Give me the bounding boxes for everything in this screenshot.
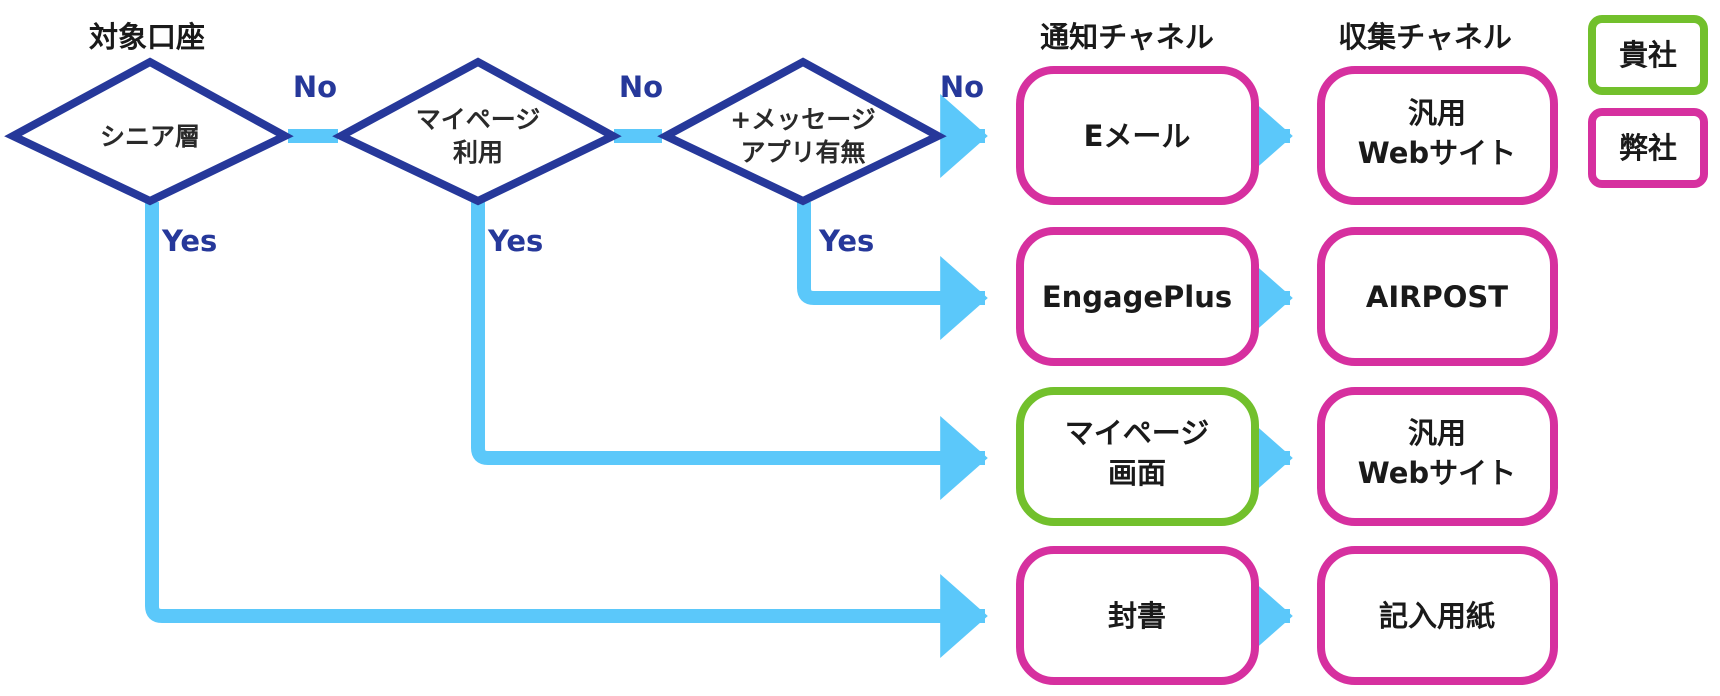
decision-mypage-usage-shape <box>332 57 622 206</box>
branch-label-yes-senior: Yes <box>161 224 217 258</box>
collect-node-form: 記入用紙 <box>1317 546 1558 685</box>
decision-senior-label: シニア層 <box>100 122 200 151</box>
legend-own-company: 貴社 <box>1588 15 1708 95</box>
notify-node-mypage-screen-label-line2: 画面 <box>1108 456 1166 490</box>
collect-node-web-2-box <box>1317 387 1558 526</box>
header-collect-channel: 収集チャネル <box>1338 20 1512 54</box>
branch-label-no-message: No <box>940 70 984 104</box>
collect-node-airpost: AIRPOST <box>1317 227 1558 366</box>
decision-message-app-label-line2: アプリ有無 <box>740 138 865 167</box>
collect-node-form-label: 記入用紙 <box>1379 599 1495 633</box>
decision-message-app: +メッセージ アプリ有無 <box>657 57 947 206</box>
branch-label-yes-mypage: Yes <box>487 224 543 258</box>
decision-senior-shape <box>4 57 294 206</box>
legend-our-company: 弊社 <box>1588 108 1708 188</box>
decision-message-app-label-line1: +メッセージ <box>730 105 875 134</box>
legend-our-company-swatch <box>1588 108 1708 188</box>
decision-mypage-usage-label-line1: マイページ <box>416 105 541 134</box>
notify-node-letter-label: 封書 <box>1108 599 1166 633</box>
collect-node-web-2-label-line1: 汎用 <box>1408 416 1466 450</box>
collect-node-web-1-label-line1: 汎用 <box>1408 96 1466 130</box>
collect-node-web-1-label-line2: Webサイト <box>1358 136 1516 170</box>
legend: 貴社 弊社 <box>1588 15 1708 188</box>
branch-label-yes-message: Yes <box>818 224 874 258</box>
decision-mypage-usage: マイページ 利用 <box>332 57 622 206</box>
collect-node-airpost-label: AIRPOST <box>1366 280 1508 314</box>
notify-node-letter: 封書 <box>1016 546 1259 685</box>
connector-senior-yes-to-letter <box>145 202 988 658</box>
branch-label-no-mypage: No <box>619 70 663 104</box>
connector-mypage-yes-to-mypage-screen <box>471 202 988 500</box>
collect-node-form-box <box>1317 546 1558 685</box>
notify-node-engageplus-box <box>1016 227 1259 366</box>
header-target-account: 対象口座 <box>89 20 205 54</box>
collect-node-airpost-box <box>1317 227 1558 366</box>
notify-node-mypage-screen-label-line1: マイページ <box>1065 416 1209 450</box>
notify-node-mypage-screen: マイページ 画面 <box>1016 387 1259 526</box>
notify-node-email-box <box>1016 66 1259 205</box>
notify-node-engageplus: EngagePlus <box>1016 227 1259 366</box>
collect-node-web-1-box <box>1317 66 1558 205</box>
legend-own-company-label: 貴社 <box>1619 38 1677 72</box>
decision-message-app-shape <box>657 57 947 206</box>
notify-node-mypage-screen-box <box>1016 387 1259 526</box>
collect-node-web-2-label-line2: Webサイト <box>1358 456 1516 490</box>
connectors <box>145 94 1293 658</box>
decision-senior: シニア層 <box>4 57 294 206</box>
notify-node-engageplus-label: EngagePlus <box>1042 280 1232 314</box>
notify-node-letter-box <box>1016 546 1259 685</box>
collect-node-web-1: 汎用 Webサイト <box>1317 66 1558 205</box>
notify-node-email-label: Eメール <box>1084 119 1191 153</box>
branch-label-no-senior: No <box>293 70 337 104</box>
notify-node-email: Eメール <box>1016 66 1259 205</box>
connector-message-yes-to-engageplus <box>797 202 988 340</box>
branch-labels: No No No Yes Yes Yes <box>161 70 984 258</box>
legend-own-company-swatch <box>1588 15 1708 95</box>
decision-mypage-usage-label-line2: 利用 <box>453 138 503 167</box>
collect-node-web-2: 汎用 Webサイト <box>1317 387 1558 526</box>
legend-our-company-label: 弊社 <box>1619 131 1677 165</box>
header-notify-channel: 通知チャネル <box>1040 20 1214 54</box>
